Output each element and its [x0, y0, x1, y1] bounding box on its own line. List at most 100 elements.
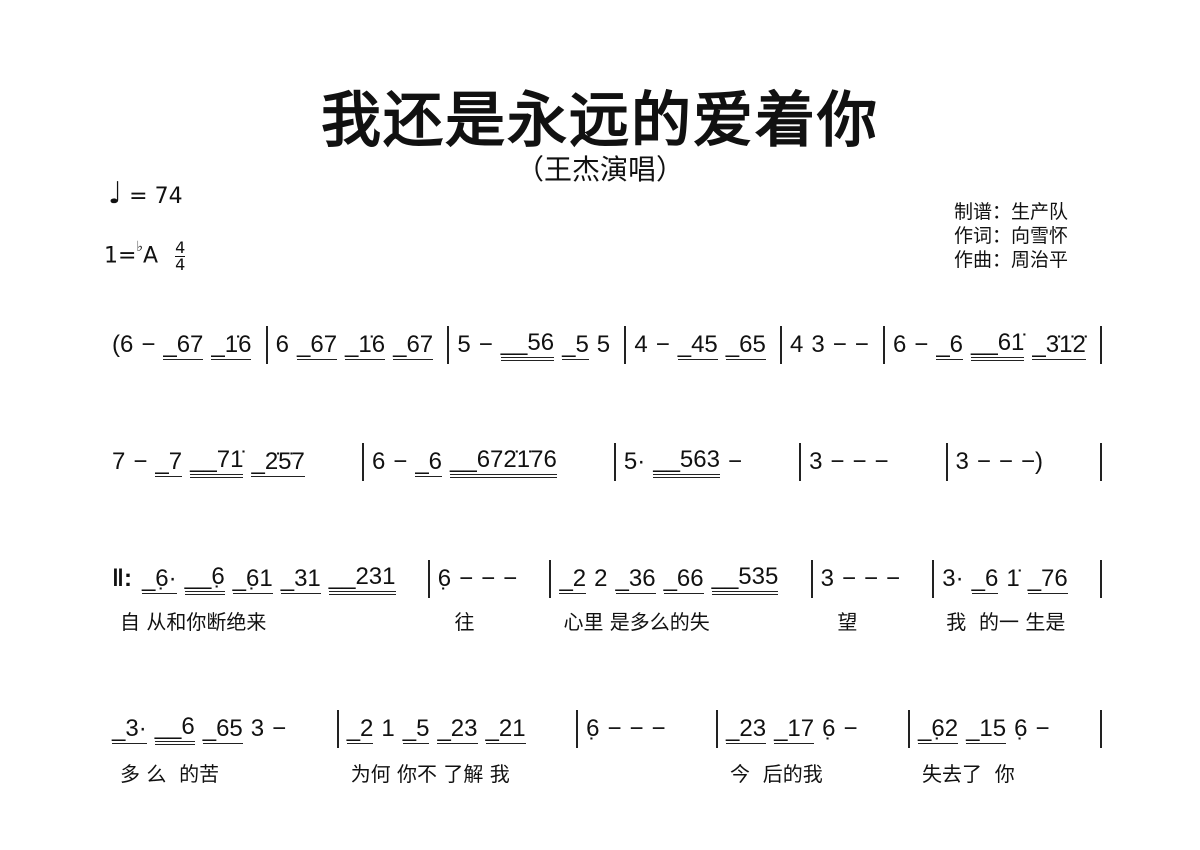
note: _5 [562, 330, 589, 360]
note: − [629, 715, 644, 742]
note: − [478, 331, 493, 358]
note: 6 [371, 448, 386, 475]
note: 5 [596, 331, 611, 358]
lyrics-line-4: 多 么 的苦为何 你不 了解 我今 后的我失去了 你 [108, 758, 1102, 787]
note: _2 [346, 714, 374, 744]
tempo-marking: ♩ = 74 [108, 176, 183, 211]
note: _67 [163, 330, 204, 360]
note: 4 [634, 331, 648, 358]
note: 3 [820, 565, 834, 592]
credit-lyricist: 作词：向雪怀 [954, 225, 1069, 247]
note: 3 [811, 331, 825, 358]
note: _3· [112, 714, 147, 744]
lyric-measure: 心里 是多么的失 [563, 610, 710, 634]
note: _23 [726, 714, 767, 744]
lyric-measure: 望 [824, 610, 858, 634]
note: − [998, 448, 1013, 475]
note: 6 [892, 331, 907, 358]
measure: 5·__563− [616, 443, 802, 481]
note: _66 [663, 564, 704, 594]
note: _67 [393, 330, 434, 360]
note: 6 [275, 331, 289, 358]
note: _5 [402, 714, 430, 744]
note: − [854, 331, 869, 358]
note: − [1035, 715, 1050, 742]
note: 3 [809, 448, 823, 475]
measure: 6̣−−− [430, 560, 552, 598]
note: 1 [381, 715, 395, 742]
note: − [864, 565, 879, 592]
note: _6 [415, 447, 443, 477]
note: − [727, 448, 742, 475]
measure: (6−_67_1̇6 [108, 326, 268, 364]
lyric-measure: 自 从和你断绝来 [120, 610, 267, 634]
note: _15 [966, 714, 1007, 744]
measure: 3−−−) [948, 443, 1103, 481]
measure: _2 2 _36_66__535 [551, 560, 813, 598]
measure: 3−−− [813, 560, 935, 598]
note: − [852, 448, 867, 475]
credit-composer: 作曲：周治平 [954, 249, 1069, 271]
note: 7 [112, 448, 126, 475]
singer-subtitle: （王杰演唱） [515, 153, 684, 186]
note: − [651, 715, 666, 742]
note: __6̣ [184, 563, 225, 595]
note: 5· [623, 448, 646, 475]
measure: 3−−− [801, 443, 948, 481]
note: __535 [711, 563, 779, 595]
measure: 6−_6__672̇1̇76 [364, 443, 616, 481]
note: __231 [328, 563, 396, 595]
note: − [141, 331, 156, 358]
note: _2 [559, 564, 587, 594]
lyric-measure: 多 么 的苦 [120, 762, 220, 786]
note: _67 [297, 330, 338, 360]
ts-top: 4 [175, 238, 186, 257]
key-note: A [143, 243, 159, 269]
note: __71̇ [190, 446, 244, 478]
credit-transcriber: 制谱：生产队 [954, 201, 1069, 223]
note: − [481, 565, 496, 592]
note: _36 [615, 564, 656, 594]
note: − [133, 448, 148, 475]
note: _17 [774, 714, 815, 744]
note: − [832, 331, 847, 358]
note: 5 [457, 331, 471, 358]
note: _6̣2 [918, 714, 959, 744]
note: − [459, 565, 474, 592]
note: (6 [112, 331, 134, 358]
lyric-measure [578, 758, 718, 787]
note: − [914, 331, 929, 358]
note: _21 [485, 714, 526, 744]
note: _76 [1027, 564, 1068, 594]
key-prefix: 1= [104, 243, 137, 269]
measure: 6_67_1̇6_67 [268, 326, 450, 364]
lyrics-line-3: 自 从和你断绝来 往心里 是多么的失 望我 的一 生是 [108, 606, 1102, 635]
note: − [607, 715, 622, 742]
note: __61̇ [971, 329, 1025, 361]
note: − [886, 565, 901, 592]
measure: ‖:_6̣·__6̣_6̣1_31__231 [108, 560, 430, 598]
measure: 6−_6__61̇_3̇1̇2̇ [885, 326, 1102, 364]
lyric-measure: 往 [441, 610, 475, 634]
note: − [874, 448, 889, 475]
note: __6 [154, 713, 195, 745]
note: _23 [437, 714, 478, 744]
note: _1̇6 [211, 330, 252, 360]
note: 2 [594, 565, 608, 592]
note: _65 [725, 330, 766, 360]
note: − [272, 715, 287, 742]
note: − [843, 715, 858, 742]
note: _31 [280, 564, 321, 594]
measure: 6̣−−− [578, 710, 719, 748]
note: 4 [790, 331, 804, 358]
lyric-measure: 失去了 你 [922, 762, 1015, 786]
note: 6̣ [586, 715, 600, 742]
note: _45 [677, 330, 718, 360]
note: 3 [955, 448, 969, 475]
